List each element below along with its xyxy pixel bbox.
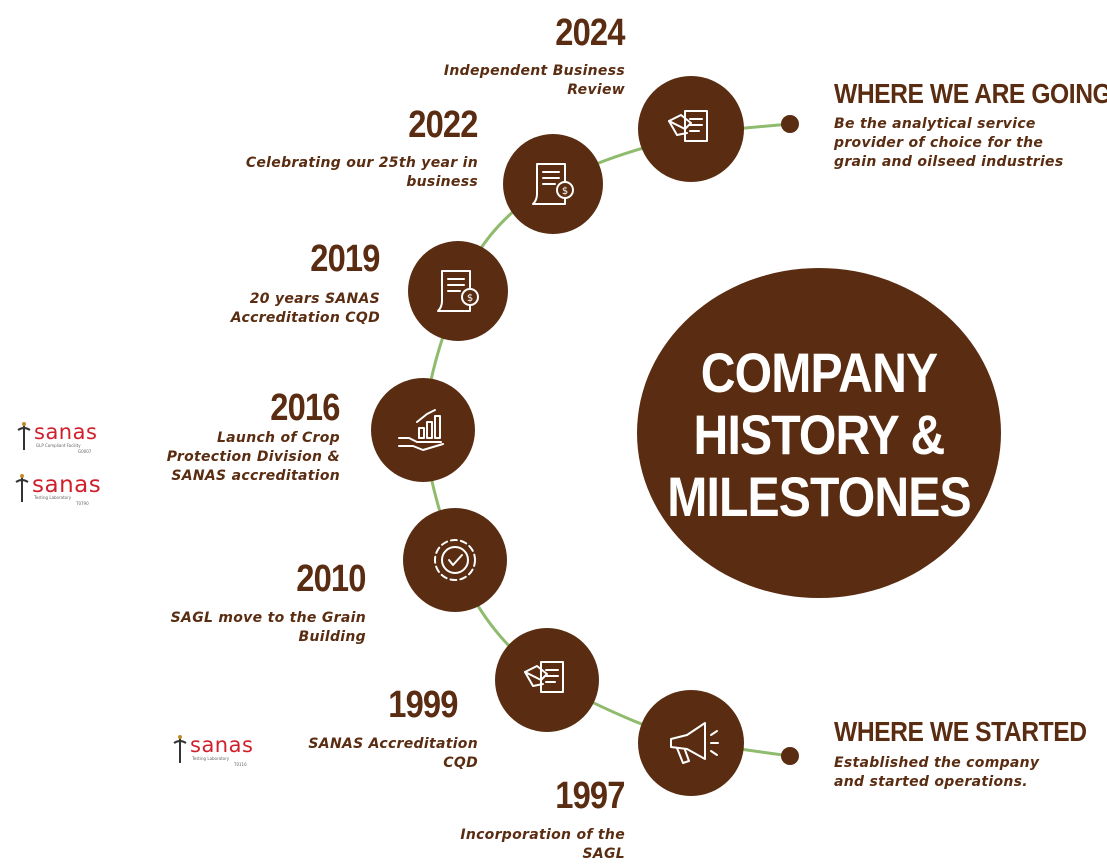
sanas-subtitle: Testing Laboratory xyxy=(192,756,230,761)
gear-check-icon xyxy=(434,539,476,581)
handshake-contract-icon xyxy=(524,661,564,693)
sanas-wordmark: sanas xyxy=(190,733,254,757)
text-line: 20 years SANAS xyxy=(249,291,380,307)
milestone-text-1999: SANAS Accreditation CQD xyxy=(258,735,478,773)
milestone-node-2024 xyxy=(638,76,744,182)
sanas-subtitle: Testing Laboratory xyxy=(34,495,72,500)
milestone-text-2016: Launch of Crop Protection Division & SAN… xyxy=(130,429,340,486)
svg-text:$: $ xyxy=(467,293,473,304)
invoice-icon: $ xyxy=(437,270,479,312)
milestone-node-2016 xyxy=(371,378,475,482)
milestone-node-2019: $ xyxy=(408,241,508,341)
year-2010: 2010 xyxy=(296,558,367,600)
text-line: Be the analytical service xyxy=(834,116,1036,132)
milestone-text-2010: SAGL move to the Grain Building xyxy=(126,609,366,647)
year-2019: 2019 xyxy=(310,238,381,280)
title-circle xyxy=(637,268,1001,598)
page-title: COMPANY HISTORY & MILESTONES xyxy=(660,342,978,528)
year-1997: 1997 xyxy=(555,775,626,817)
year-1999: 1999 xyxy=(388,684,459,726)
text-line: Established the company xyxy=(834,755,1040,771)
going-endpoint-dot xyxy=(781,115,799,133)
sanas-wordmark: sanas xyxy=(32,472,102,498)
sanas-logo-glp: sanas GLP Compliant Facility G0007 xyxy=(14,420,104,454)
text-line: provider of choice for the xyxy=(834,135,1044,151)
going-heading: WHERE WE ARE GOING xyxy=(834,78,1107,109)
handshake-contract-icon xyxy=(668,110,708,142)
sanas-code: T0790 xyxy=(76,501,89,506)
year-2024: 2024 xyxy=(555,12,626,54)
text-line: and started operations. xyxy=(834,774,1028,790)
text-line: SAGL move to the Grain xyxy=(170,610,366,626)
milestone-node-1997 xyxy=(638,690,744,796)
sanas-logo-testing-t0116: sanas Testing Laboratory T0116 xyxy=(170,733,260,767)
text-line: SANAS Accreditation xyxy=(308,736,478,752)
text-line: Review xyxy=(567,82,625,98)
invoice-icon: $ xyxy=(532,163,574,205)
sanas-emblem-icon xyxy=(173,735,187,763)
text-line: Launch of Crop xyxy=(216,430,340,446)
text-line: Building xyxy=(298,629,366,645)
sanas-emblem-icon xyxy=(17,422,31,450)
megaphone-icon xyxy=(670,722,719,764)
text-line: Protection Division & xyxy=(166,449,340,465)
milestone-node-2022: $ xyxy=(503,134,603,234)
milestone-text-1997: Incorporation of the SAGL xyxy=(405,826,625,864)
growth-chart-hand-icon xyxy=(398,409,444,451)
year-2016: 2016 xyxy=(270,387,341,429)
svg-text:$: $ xyxy=(562,186,568,197)
milestone-text-2024: Independent Business Review xyxy=(365,62,625,100)
milestone-text-2019: 20 years SANAS Accreditation CQD xyxy=(180,290,380,328)
text-line: SANAS accreditation xyxy=(171,468,340,484)
title-line: COMPANY xyxy=(700,341,938,404)
sanas-subtitle: GLP Compliant Facility xyxy=(36,443,81,448)
milestone-text-2022: Celebrating our 25th year in business xyxy=(188,154,478,192)
text-line: SAGL xyxy=(582,846,625,862)
milestone-node-1999 xyxy=(495,628,599,732)
milestone-node-2010 xyxy=(403,508,507,612)
text-line: grain and oilseed industries xyxy=(834,154,1064,170)
sanas-wordmark: sanas xyxy=(34,420,98,444)
started-endpoint-dot xyxy=(781,747,799,765)
text-line: business xyxy=(406,174,478,190)
title-line: HISTORY & xyxy=(693,403,946,466)
sanas-code: T0116 xyxy=(234,762,247,767)
text-line: Celebrating our 25th year in xyxy=(245,155,478,171)
text-line: Accreditation CQD xyxy=(230,310,380,326)
text-line: Independent Business xyxy=(443,63,625,79)
sanas-emblem-icon xyxy=(15,474,29,502)
going-text: Be the analytical service provider of ch… xyxy=(834,115,1104,172)
started-heading: WHERE WE STARTED xyxy=(834,716,1087,747)
text-line: Incorporation of the xyxy=(460,827,625,843)
started-text: Established the company and started oper… xyxy=(834,754,1094,792)
sanas-code: G0007 xyxy=(78,449,92,454)
sanas-logo-testing-t0790: sanas Testing Laboratory T0790 xyxy=(12,472,102,506)
year-2022: 2022 xyxy=(408,104,479,146)
text-line: CQD xyxy=(443,755,478,771)
title-line: MILESTONES xyxy=(667,465,971,528)
